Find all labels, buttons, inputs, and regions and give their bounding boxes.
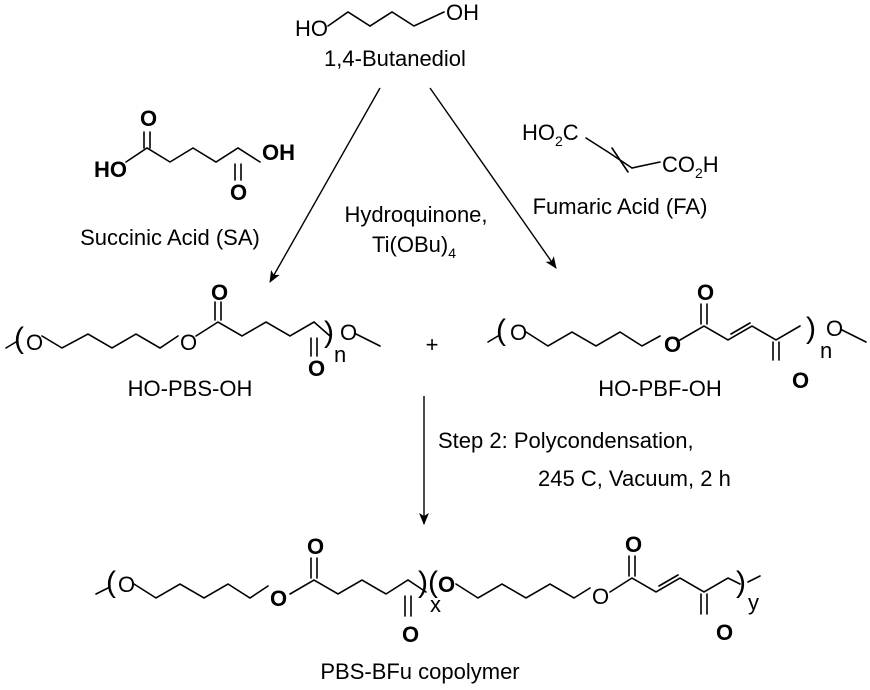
- arrow-to-pbs: [269, 87, 381, 283]
- pbs-close-paren: ): [324, 316, 334, 349]
- copolymer-name: PBS-BFu copolymer: [320, 659, 519, 684]
- copolymer-ether-o-1: O: [118, 572, 135, 597]
- butanediol-ho-label: HO: [295, 16, 328, 41]
- pbf-n-label: n: [820, 338, 832, 363]
- copolymer-structure: ( O O O O ) x ( O O O O ) y PBS-BFu copo…: [95, 532, 761, 684]
- copolymer-close-paren-1: ): [418, 566, 428, 599]
- fumaric-acid-name: Fumaric Acid (FA): [533, 194, 708, 219]
- succinic-ho-label: HO: [94, 157, 127, 182]
- step2-line2: 245 C, Vacuum, 2 h: [538, 466, 731, 491]
- pbf-structure: ( O O O O ) n O HO-PBF-OH: [487, 280, 867, 401]
- pbs-end-o: O: [340, 320, 357, 345]
- succinic-bottom-o: O: [230, 180, 247, 205]
- fumaric-acid-structure: HO2C CO2H Fumaric Acid (FA): [522, 120, 719, 219]
- pbs-name: HO-PBS-OH: [128, 376, 253, 401]
- pbf-close-paren: ): [806, 312, 816, 345]
- succinic-oh-label: OH: [262, 140, 295, 165]
- copolymer-open-paren-2: (: [428, 566, 438, 599]
- copolymer-bottom-o-1: O: [402, 622, 419, 647]
- catalyst-line2: Ti(OBu)4: [372, 232, 456, 261]
- succinic-acid-name: Succinic Acid (SA): [80, 225, 260, 250]
- pbs-bottom-o: O: [308, 356, 325, 381]
- butanediol-chain: [327, 11, 445, 27]
- step2-line1: Step 2: Polycondensation,: [438, 428, 694, 453]
- copolymer-ester-o-1: O: [270, 586, 287, 611]
- copolymer-open-paren-1: (: [106, 566, 116, 599]
- pbf-top-o: O: [697, 280, 714, 305]
- fumaric-chain: [585, 137, 633, 169]
- pbs-structure: ( O O O O ) n O HO-PBS-OH: [5, 280, 381, 401]
- pbf-ester-o: O: [664, 332, 681, 357]
- fumaric-ho2c-label: HO2C: [522, 120, 579, 149]
- butanediol-structure: HO OH 1,4-Butanediol: [295, 0, 479, 71]
- plus-sign: +: [426, 332, 439, 357]
- pbf-name: HO-PBF-OH: [598, 376, 721, 401]
- succinic-top-o: O: [140, 106, 157, 131]
- copolymer-top-o-1: O: [307, 534, 324, 559]
- copolymer-ether-o-2: O: [438, 572, 455, 597]
- pbs-ether-o: O: [26, 330, 43, 355]
- pbf-open-paren: (: [496, 314, 506, 347]
- pbf-end-o: O: [826, 316, 843, 341]
- pbs-ester-o: O: [180, 330, 197, 355]
- copolymer-y-label: y: [748, 590, 759, 615]
- catalyst-line1: Hydroquinone,: [344, 202, 487, 227]
- copolymer-top-o-2: O: [625, 532, 642, 557]
- copolymer-x-label: x: [430, 592, 441, 617]
- fumaric-co2h-label: CO2H: [662, 152, 719, 181]
- copolymer-bottom-o-2: O: [716, 620, 733, 645]
- succinic-chain: [125, 147, 261, 163]
- copolymer-close-paren-2: ): [736, 566, 746, 599]
- pbf-ether-o: O: [510, 320, 527, 345]
- pbs-top-o: O: [211, 280, 228, 305]
- butanediol-name: 1,4-Butanediol: [324, 46, 466, 71]
- pbs-open-paren: (: [14, 322, 24, 355]
- butanediol-oh-label: OH: [446, 0, 479, 25]
- pbf-bottom-o: O: [792, 368, 809, 393]
- arrow-to-pbf: [429, 87, 557, 269]
- succinic-acid-structure: O HO OH O Succinic Acid (SA): [80, 106, 295, 250]
- copolymer-ester-o-2: O: [592, 584, 609, 609]
- pbs-n-label: n: [334, 342, 346, 367]
